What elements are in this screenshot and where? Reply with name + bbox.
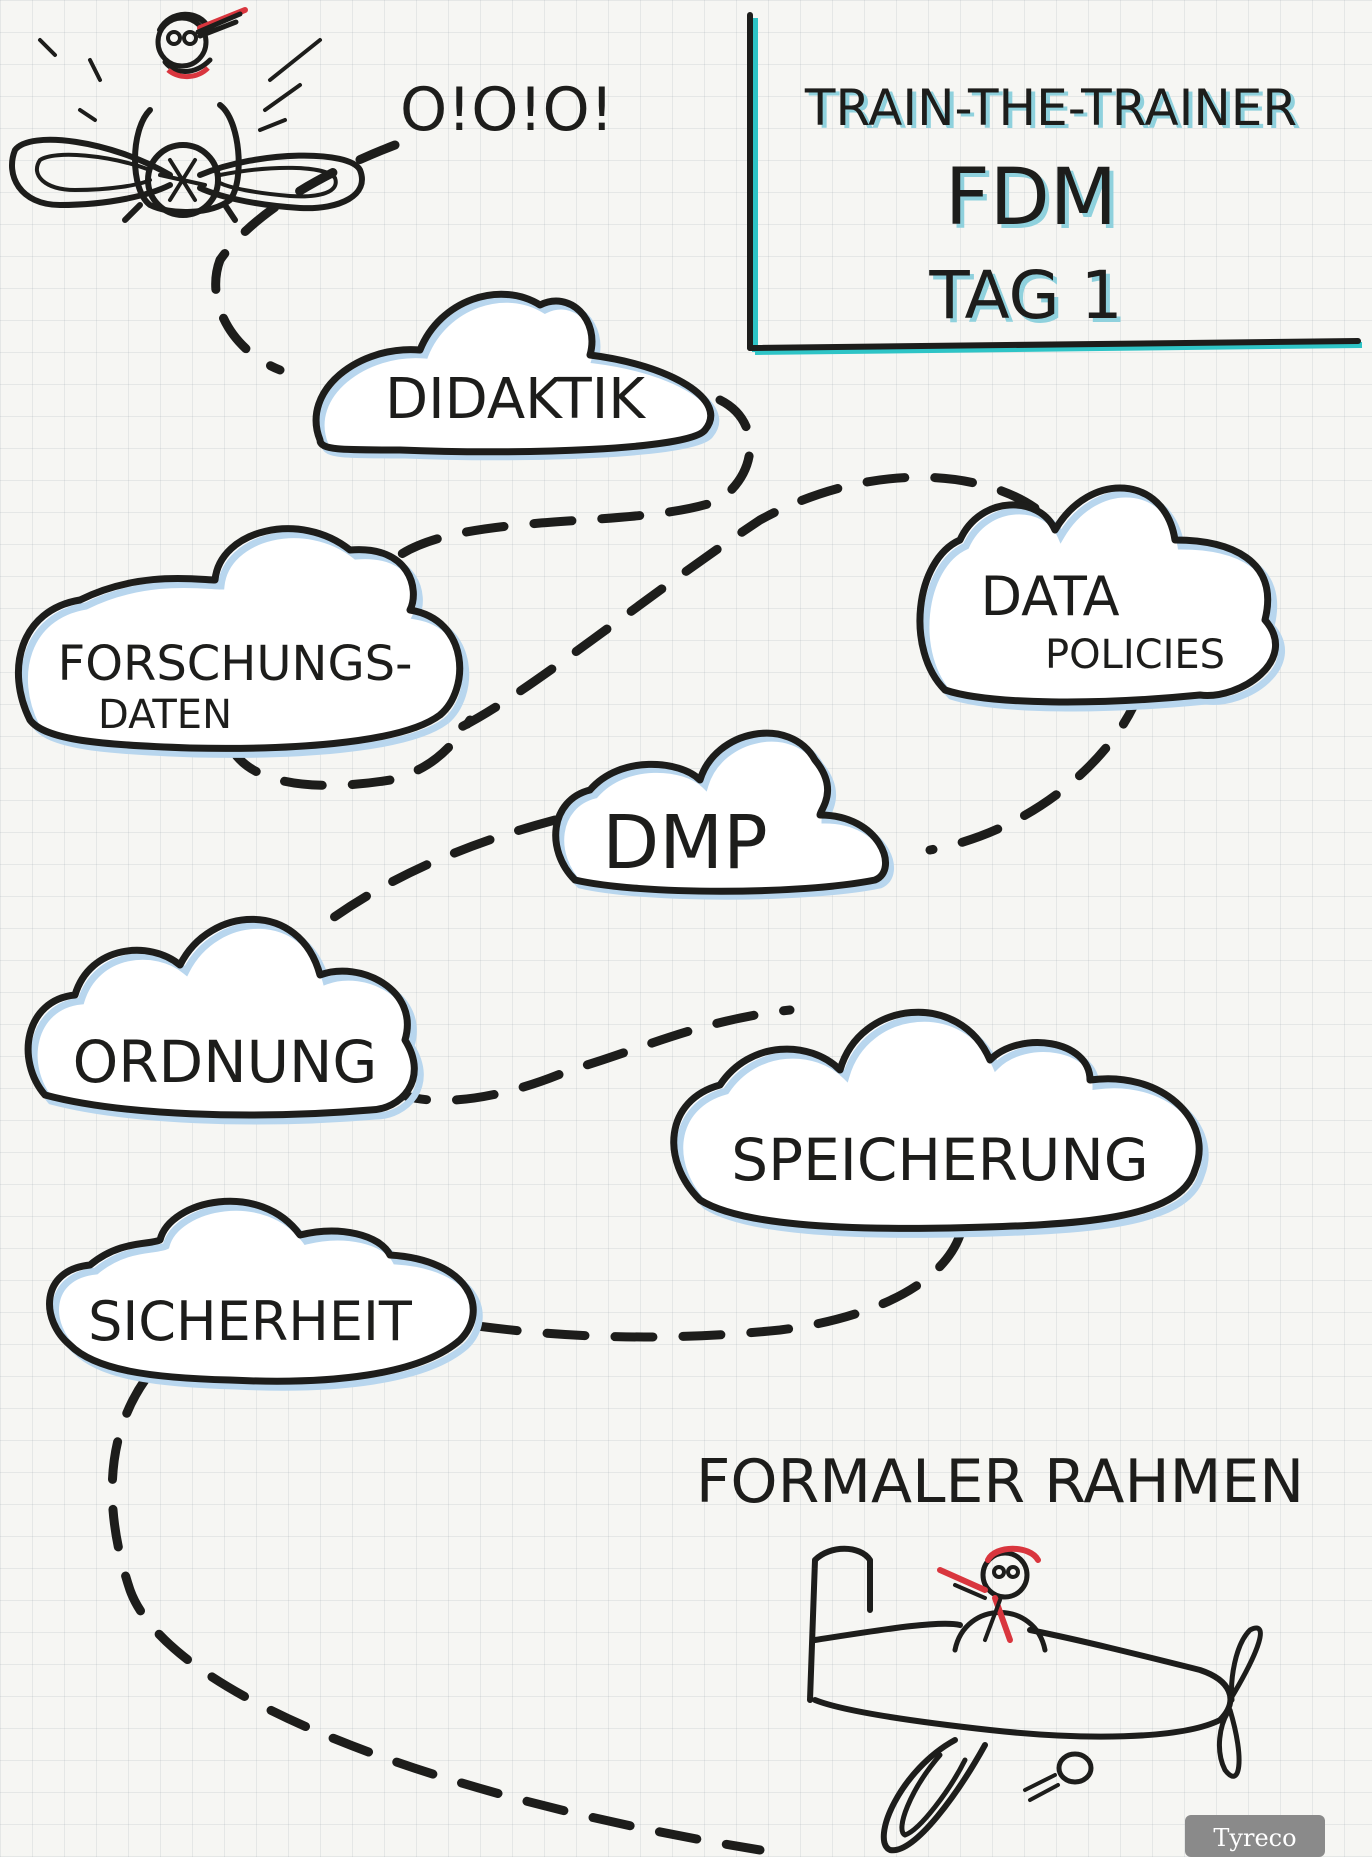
title-line3: TAG 1 bbox=[928, 257, 1122, 334]
topic-label: DMP bbox=[602, 800, 767, 886]
topic-label: ORDNUNG bbox=[73, 1028, 378, 1096]
topic-label: DIDAKTIK bbox=[385, 367, 646, 432]
topic-label-line1: DATA bbox=[980, 565, 1119, 628]
footer-heading: FORMALER RAHMEN bbox=[696, 1447, 1304, 1517]
title-line2-shadow: FDM bbox=[949, 157, 1121, 247]
title-line3-shadow: TAG 1 bbox=[932, 261, 1126, 338]
exclamation-text: O!O!O! bbox=[400, 75, 614, 145]
topic-label: SICHERHEIT bbox=[88, 1290, 413, 1353]
topic-cloud-data-policies: DATA POLICIES bbox=[916, 484, 1285, 712]
title-line2: FDM bbox=[945, 153, 1117, 243]
topic-cloud-ordnung: ORDNUNG bbox=[24, 915, 424, 1125]
logo-text: Tyreco bbox=[1213, 1824, 1296, 1852]
topic-label: SPEICHERUNG bbox=[731, 1126, 1148, 1194]
topic-label-line2: DATEN bbox=[98, 692, 232, 738]
topic-label-line1: FORSCHUNGS- bbox=[58, 636, 413, 692]
topic-cloud-forschungsdaten: FORSCHUNGS- DATEN bbox=[14, 525, 470, 758]
title-frame bbox=[747, 12, 1363, 355]
title: TRAIN-THE-TRAINER TRAIN-THE-TRAINER FDM … bbox=[804, 79, 1301, 338]
title-line1: TRAIN-THE-TRAINER bbox=[804, 79, 1297, 137]
topic-cloud-speicherung: SPEICHERUNG bbox=[670, 1008, 1209, 1238]
brand-logo: Tyreco bbox=[1185, 1815, 1325, 1857]
flight-path bbox=[107, 140, 1145, 1855]
topic-label-line2: POLICIES bbox=[1045, 632, 1225, 678]
biplane-pilot-icon bbox=[9, 7, 365, 223]
topic-cloud-sicherheit: SICHERHEIT bbox=[46, 1197, 483, 1391]
title-line1-shadow: TRAIN-THE-TRAINER bbox=[808, 82, 1301, 140]
topic-cloud-didaktik: DIDAKTIK bbox=[312, 290, 720, 461]
topic-cloud-dmp: DMP bbox=[552, 729, 894, 900]
airplane-pilot-icon bbox=[807, 1545, 1263, 1854]
